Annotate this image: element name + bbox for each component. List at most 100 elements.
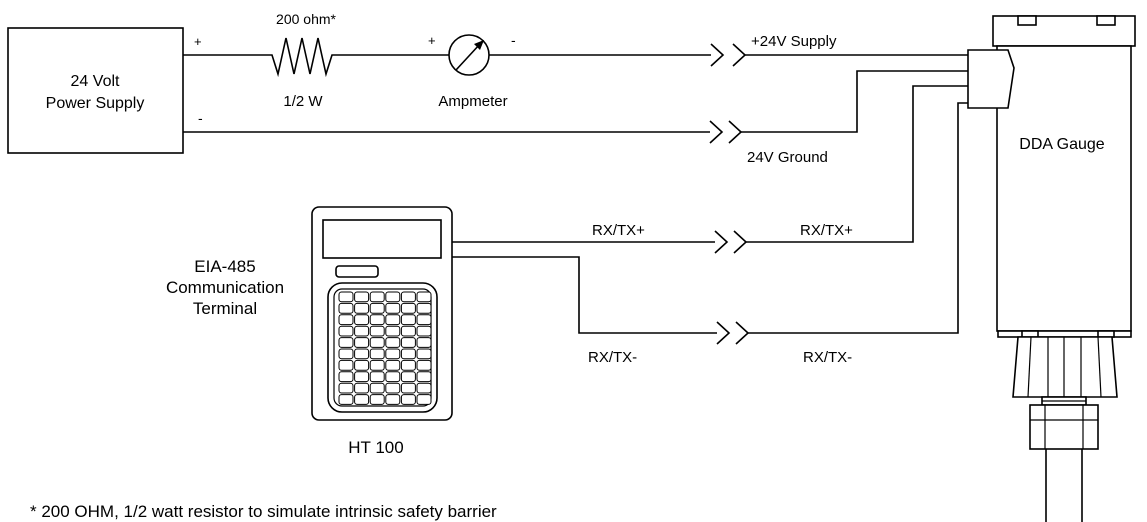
keypad-key	[354, 291, 370, 303]
keypad-key	[385, 348, 401, 360]
gauge-label: DDA Gauge	[1019, 136, 1104, 153]
resistor-value: 200 ohm*	[276, 11, 336, 27]
keypad-key	[354, 348, 370, 360]
ampmeter-minus-sign: -	[511, 32, 516, 48]
connector-chevron	[735, 321, 750, 345]
keypad-key	[400, 314, 416, 326]
rxtx-plus-right-label: RX/TX+	[800, 222, 853, 239]
ampmeter-icon	[448, 34, 490, 76]
keypad-key	[369, 291, 385, 303]
keypad-key	[369, 382, 385, 394]
keypad-key	[354, 325, 370, 337]
resistor-symbol	[262, 37, 342, 78]
keypad-key	[385, 302, 401, 314]
keypad-key	[400, 348, 416, 360]
keypad-key	[400, 302, 416, 314]
keypad-key	[338, 359, 354, 371]
keypad-key	[369, 325, 385, 337]
keypad-key	[385, 325, 401, 337]
keypad-key	[416, 348, 432, 360]
ampmeter-plus-sign: +	[428, 33, 436, 48]
keypad-key	[338, 394, 354, 405]
connector-chevron	[709, 120, 724, 144]
rxtx-plus-line: RX/TX+ RX/TX+	[452, 85, 972, 254]
connector-chevron	[714, 230, 729, 254]
keypad-key	[385, 291, 401, 303]
keypad-key	[400, 359, 416, 371]
footnote: * 200 OHM, 1/2 watt resistor to simulate…	[30, 502, 497, 521]
keypad-key	[338, 291, 354, 303]
keypad-key	[416, 382, 432, 394]
resistor-rating: 1/2 W	[283, 93, 323, 110]
connector-chevron	[710, 43, 725, 67]
handheld-terminal	[311, 206, 453, 421]
keypad-key	[385, 394, 401, 405]
keypad-key	[385, 337, 401, 348]
keypad-key	[416, 291, 432, 303]
keypad-key	[338, 348, 354, 360]
keypad-key	[369, 314, 385, 326]
keypad-key	[400, 291, 416, 303]
rxtx-plus-left-label: RX/TX+	[592, 222, 645, 239]
keypad-key	[385, 314, 401, 326]
keypad-key	[338, 371, 354, 383]
keypad-key	[400, 394, 416, 405]
terminal-label-line2: Communication	[166, 278, 284, 297]
connector-chevron	[732, 43, 747, 67]
ground-line: 24V Ground	[183, 70, 975, 166]
keypad-key	[354, 337, 370, 348]
dda-gauge: DDA Gauge	[967, 15, 1136, 522]
keypad-key	[369, 394, 385, 405]
power-supply-label-line1: 24 Volt	[71, 73, 120, 90]
keypad-key	[416, 394, 432, 405]
keypad-key	[400, 337, 416, 348]
connector-chevron	[728, 120, 743, 144]
keypad-key	[416, 302, 432, 314]
keypad-key	[385, 359, 401, 371]
connector-chevron	[733, 230, 748, 254]
power-supply: 24 Volt Power Supply + -	[7, 27, 203, 154]
keypad-key	[369, 359, 385, 371]
keypad-key	[369, 302, 385, 314]
supply-minus-sign: -	[198, 110, 203, 126]
keypad-key	[354, 359, 370, 371]
power-supply-label-line2: Power Supply	[46, 95, 145, 112]
ground-wire-label: 24V Ground	[747, 149, 828, 166]
terminal-label-line3: Terminal	[193, 299, 257, 318]
supply-line: 200 ohm* 1/2 W + - Ampmeter +24V Supply	[183, 11, 978, 110]
keypad-key	[338, 302, 354, 314]
keypad-key	[354, 371, 370, 383]
keypad-key	[385, 382, 401, 394]
keypad-key	[369, 371, 385, 383]
terminal-label-line1: EIA-485	[194, 257, 255, 276]
keypad-key	[416, 371, 432, 383]
terminal-model-label: HT 100	[348, 438, 403, 457]
keypad-key	[338, 337, 354, 348]
keypad-key	[416, 337, 432, 348]
keypad-key	[338, 382, 354, 394]
rxtx-minus-line: RX/TX- RX/TX-	[452, 102, 972, 366]
ampmeter-label: Ampmeter	[438, 93, 507, 110]
keypad-key	[338, 325, 354, 337]
rxtx-minus-left-label: RX/TX-	[588, 349, 637, 366]
keypad-key	[369, 337, 385, 348]
keypad-key	[400, 371, 416, 383]
keypad-key	[354, 314, 370, 326]
keypad-key	[416, 314, 432, 326]
keypad-key	[416, 359, 432, 371]
keypad-key	[385, 371, 401, 383]
keypad-key	[416, 325, 432, 337]
keypad-key	[354, 394, 370, 405]
connector-chevron	[716, 321, 731, 345]
supply-plus-sign: +	[194, 34, 202, 49]
rxtx-minus-right-label: RX/TX-	[803, 349, 852, 366]
keypad-key	[354, 302, 370, 314]
keypad-key	[338, 314, 354, 326]
keypad-key	[400, 325, 416, 337]
keypad	[338, 291, 432, 405]
keypad-key	[369, 348, 385, 360]
keypad-key	[354, 382, 370, 394]
supply-wire-label: +24V Supply	[751, 33, 837, 50]
keypad-key	[400, 382, 416, 394]
